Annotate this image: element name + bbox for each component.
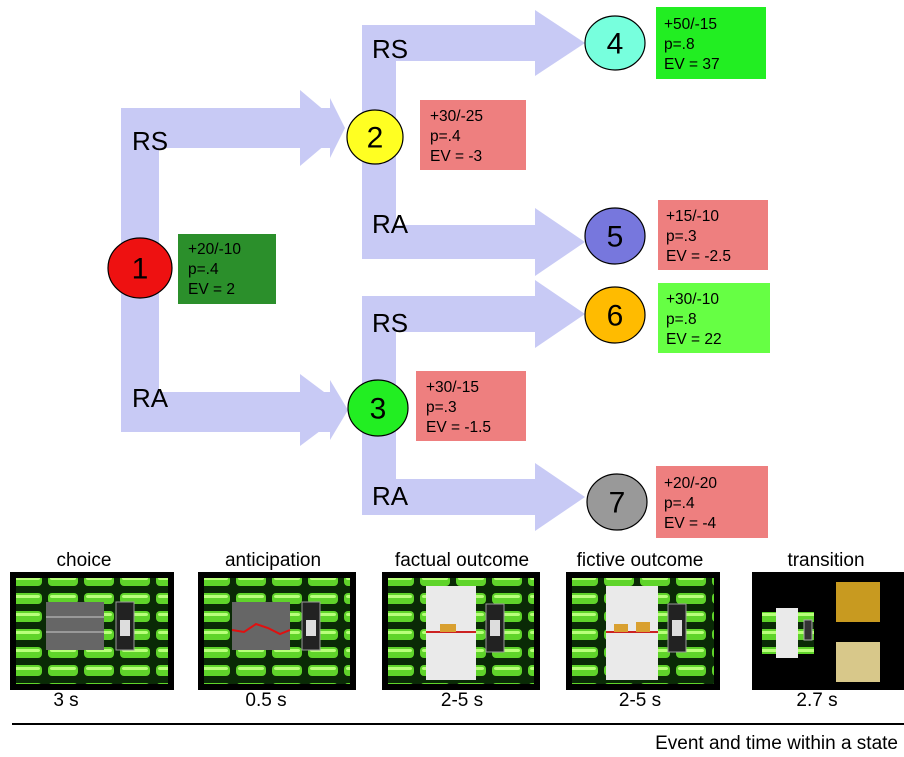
game-screen-anticipation-image [198, 572, 356, 690]
outcome-gain-loss-5: +15/-10 [666, 208, 719, 225]
event-title-transition: transition [746, 550, 904, 572]
screenshot-factual-outcome [382, 572, 540, 690]
node-label-2: 2 [367, 122, 384, 155]
screenshot-fictive-outcome [566, 572, 720, 690]
game-screen-fictive-outcome-image [566, 572, 720, 690]
outcome-gain-loss-4: +50/-15 [664, 16, 717, 33]
outcome-box-node-6: +30/-10 p=.8 EV = 22 [658, 283, 770, 353]
branch-label-rs-3: RS [372, 308, 408, 338]
outcome-probability-1: p=.4 [188, 261, 219, 278]
decision-tree-diagram: RS RA RS RA RS RA 1 2 3 4 5 6 7 +20/-10 … [0, 0, 904, 545]
arrow-head-2-to-4 [535, 10, 585, 76]
node-3: 3 [348, 380, 408, 436]
arrow-head-3-to-6 [535, 280, 585, 348]
event-duration-factual-outcome: 2-5 s [382, 690, 542, 712]
event-title-fictive-outcome: fictive outcome [560, 550, 720, 572]
outcome-ev-6: EV = 22 [666, 331, 722, 348]
event-duration-choice: 3 s [0, 690, 146, 712]
node-label-6: 6 [607, 300, 624, 333]
node-4: 4 [585, 16, 645, 70]
branch-label-ra-1: RA [132, 383, 169, 413]
node-5: 5 [585, 208, 645, 264]
outcome-box-node-5: +15/-10 p=.3 EV = -2.5 [658, 200, 768, 270]
node-label-3: 3 [370, 393, 387, 426]
outcome-ev-1: EV = 2 [188, 281, 235, 298]
outcome-ev-4: EV = 37 [664, 56, 720, 73]
event-title-anticipation: anticipation [193, 550, 353, 572]
node-label-4: 4 [607, 28, 624, 61]
outcome-box-node-1: +20/-10 p=.4 EV = 2 [178, 234, 276, 304]
event-title-choice: choice [4, 550, 164, 572]
outcome-probability-6: p=.8 [666, 311, 697, 328]
outcome-probability-5: p=.3 [666, 228, 697, 245]
outcome-box-node-4: +50/-15 p=.8 EV = 37 [656, 7, 766, 79]
outcome-ev-3: EV = -1.5 [426, 419, 491, 436]
outcome-probability-2: p=.4 [430, 128, 461, 145]
node-6: 6 [585, 287, 645, 343]
branch-label-ra-2: RA [372, 209, 409, 239]
outcome-gain-loss-7: +20/-20 [664, 475, 717, 492]
game-screen-choice-image [10, 572, 174, 690]
arrow-head-1-to-3-wide [300, 374, 348, 446]
outcome-box-node-2: +30/-25 p=.4 EV = -3 [420, 100, 526, 170]
outcome-ev-2: EV = -3 [430, 148, 482, 165]
node-2: 2 [347, 110, 403, 164]
branch-label-ra-3: RA [372, 481, 409, 511]
arrow-head-1-to-2-wide [300, 90, 345, 166]
outcome-ev-7: EV = -4 [664, 515, 717, 532]
outcome-probability-7: p=.4 [664, 495, 695, 512]
branch-label-rs-1: RS [132, 126, 168, 156]
timeline-axis-line [12, 723, 904, 725]
event-duration-fictive-outcome: 2-5 s [560, 690, 720, 712]
outcome-probability-3: p=.3 [426, 399, 457, 416]
timeline-axis-caption: Event and time within a state [655, 733, 898, 755]
outcome-box-node-3: +30/-15 p=.3 EV = -1.5 [416, 371, 526, 441]
screenshot-choice [10, 572, 174, 690]
outcome-gain-loss-1: +20/-10 [188, 241, 241, 258]
screenshot-anticipation [198, 572, 356, 690]
outcome-ev-5: EV = -2.5 [666, 248, 731, 265]
outcome-gain-loss-3: +30/-15 [426, 379, 479, 396]
node-7: 7 [587, 474, 647, 530]
arrow-head-2-to-5 [535, 208, 585, 276]
outcome-box-node-7: +20/-20 p=.4 EV = -4 [656, 466, 768, 538]
arrow-head-3-to-7 [535, 463, 585, 531]
outcome-probability-4: p=.8 [664, 36, 695, 53]
event-title-factual-outcome: factual outcome [382, 550, 542, 572]
game-screen-transition-image [752, 572, 904, 690]
game-screen-factual-outcome-image [382, 572, 540, 690]
outcome-gain-loss-2: +30/-25 [430, 108, 483, 125]
screenshot-transition [752, 572, 904, 690]
node-label-5: 5 [607, 221, 624, 254]
event-duration-anticipation: 0.5 s [186, 690, 346, 712]
node-label-1: 1 [132, 253, 149, 286]
branch-label-rs-2: RS [372, 34, 408, 64]
event-duration-transition: 2.7 s [737, 690, 897, 712]
outcome-gain-loss-6: +30/-10 [666, 291, 719, 308]
node-label-7: 7 [609, 487, 626, 520]
node-1: 1 [108, 238, 172, 298]
